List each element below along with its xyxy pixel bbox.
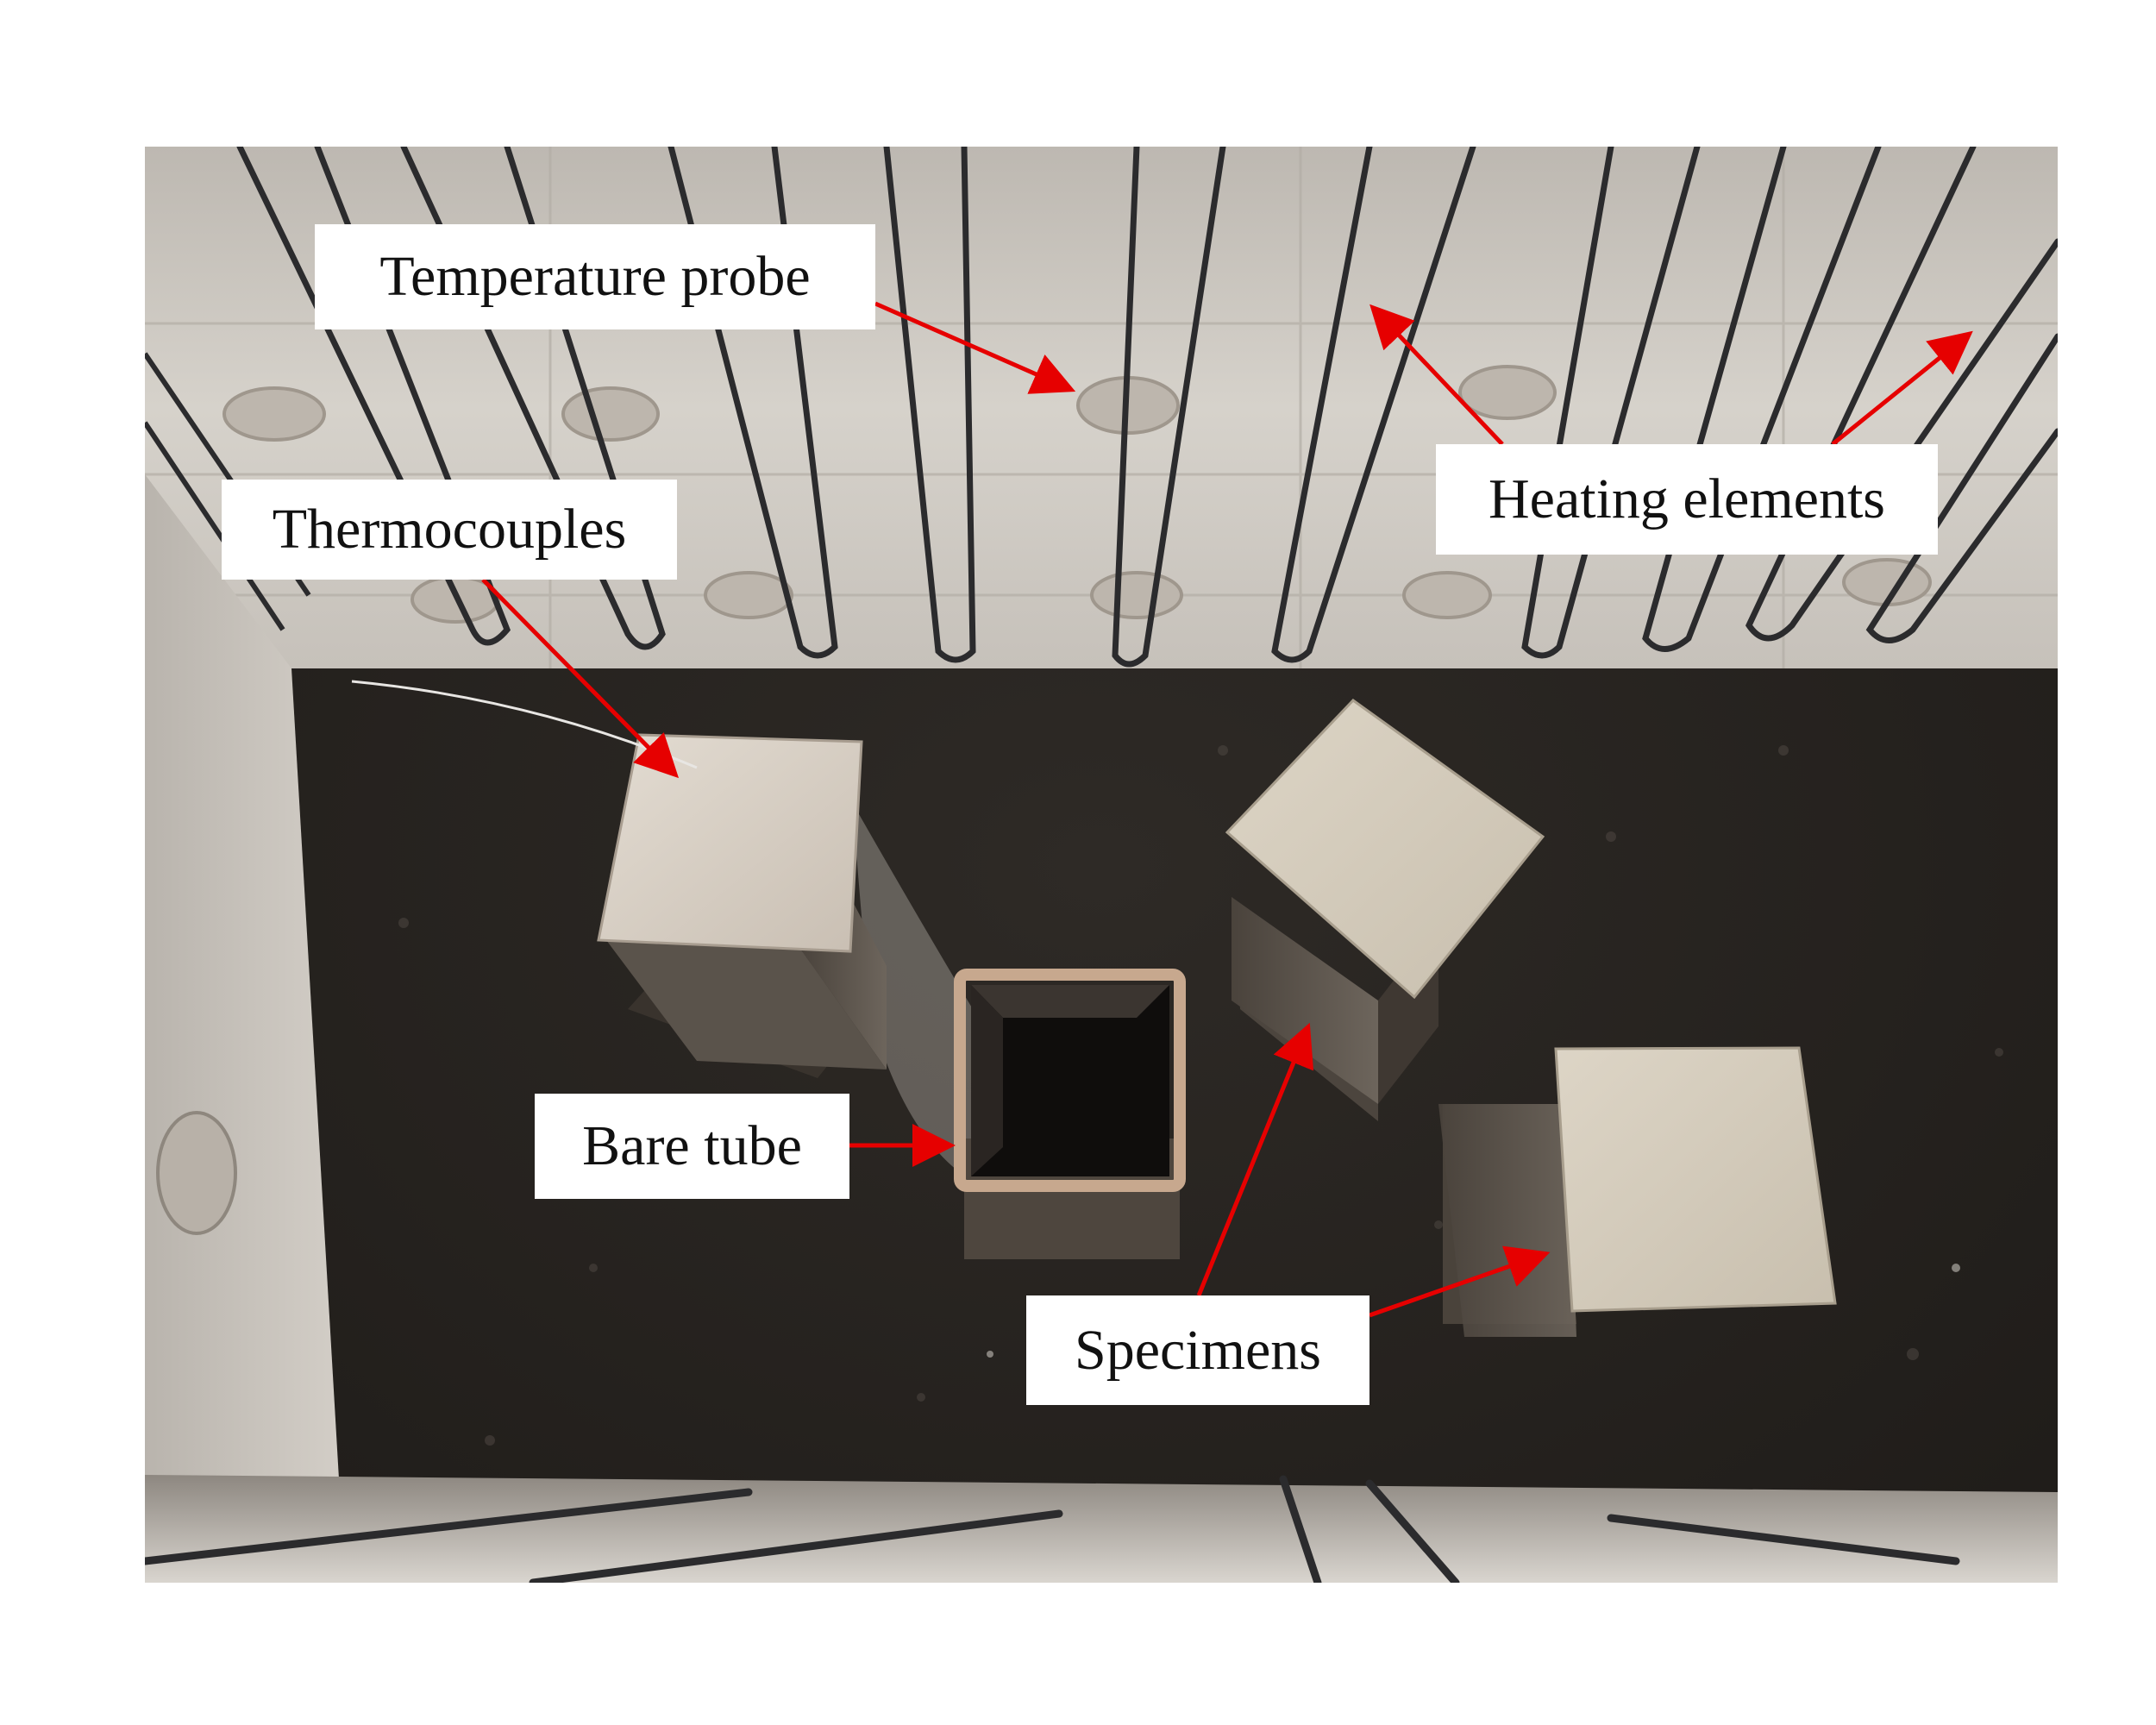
furnace-photo [145, 147, 2058, 1583]
label-bare-tube: Bare tube [535, 1094, 849, 1199]
label-thermocouples: Thermocouples [222, 480, 677, 580]
label-specimens: Specimens [1026, 1295, 1369, 1405]
label-heating-elements: Heating elements [1436, 444, 1938, 555]
label-temperature-probe: Temperature probe [315, 224, 875, 329]
